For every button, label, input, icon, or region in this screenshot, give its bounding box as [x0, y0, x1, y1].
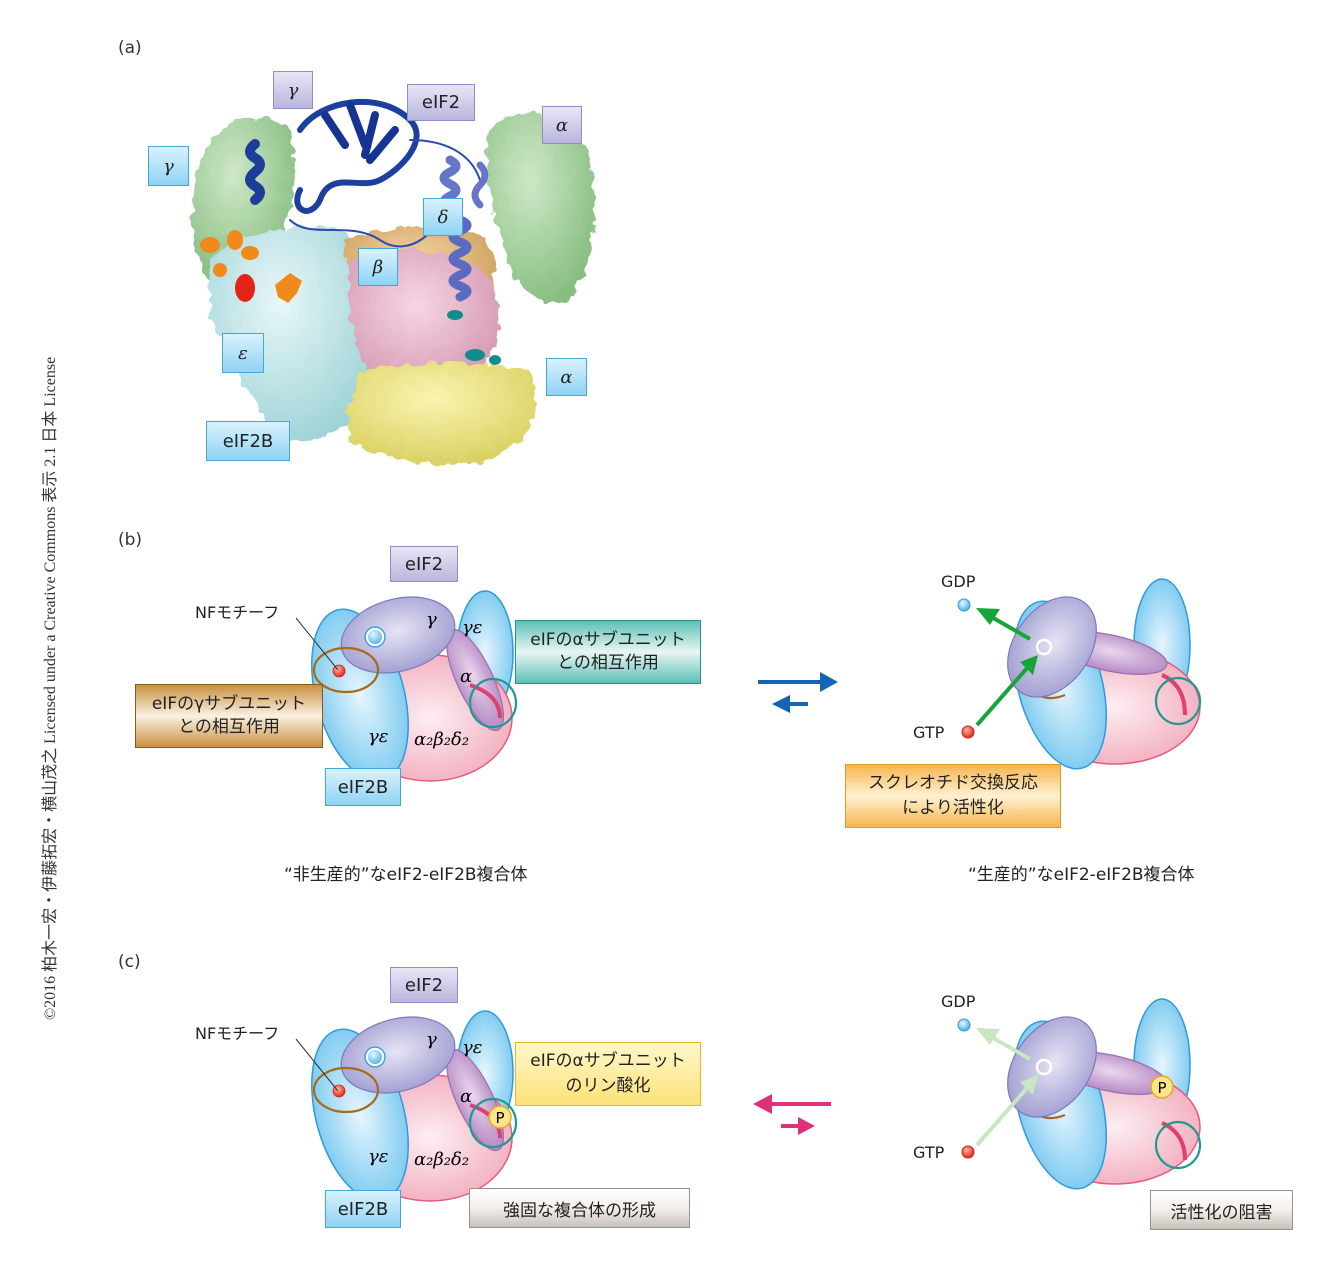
- gdp-site-icon: [364, 1046, 386, 1068]
- label-eif2b-b: eIF2B: [325, 768, 401, 806]
- panel-b-label: (b): [118, 530, 143, 550]
- nf-motif-leader-line: [295, 617, 339, 671]
- teal-residues: [447, 310, 501, 365]
- strong-complex-box: 強固な複合体の形成: [469, 1188, 690, 1228]
- gtp-label: GTP: [913, 723, 945, 742]
- label-eif2b: eIF2B: [206, 421, 290, 461]
- forward-arrow-icon: [820, 672, 838, 692]
- activation-box: スクレオチド交換反応 により活性化: [845, 764, 1061, 828]
- gdp-label: GDP: [941, 572, 976, 591]
- label-eif2-gamma: γ: [273, 71, 313, 109]
- gdp-site-icon: [366, 628, 384, 646]
- productive-complex-diagram: [957, 578, 1202, 770]
- inhibited-complex-diagram: P: [957, 998, 1202, 1190]
- gamma-epsilon-top-text: γε: [462, 1037, 482, 1058]
- gamma-interaction-circle: [312, 1066, 380, 1114]
- core-text: α₂β₂δ₂: [414, 729, 469, 750]
- gdp-dot: [957, 598, 971, 612]
- gamma-epsilon-bottom-text: γε: [368, 726, 388, 747]
- gtp-dot: [961, 725, 975, 739]
- productive-caption: “生産的”なeIF2-eIF2B複合体: [968, 865, 1195, 885]
- highlighted-residues: [200, 230, 302, 303]
- gamma-interaction-box: eIFのγサブユニット との相互作用: [135, 684, 323, 748]
- label-eif2-alpha: α: [542, 106, 582, 144]
- alpha-text: α: [460, 666, 472, 687]
- phosphate-text: P: [1157, 1079, 1166, 1097]
- alpha-interaction-circle: [468, 1097, 518, 1149]
- gamma-interaction-circle: [312, 646, 380, 694]
- label-eif2b-gamma: γ: [148, 146, 189, 186]
- equilibrium-arrows-forward: [758, 672, 838, 713]
- alpha-text: α: [460, 1086, 472, 1107]
- label-eif2b-delta: δ: [423, 198, 463, 236]
- nf-motif-label: NFモチーフ: [195, 1024, 280, 1043]
- panel-c-label: (c): [118, 952, 141, 972]
- nf-motif-label: NFモチーフ: [195, 603, 280, 622]
- empty-nucleotide-site: [1035, 638, 1053, 656]
- eif2b-alpha-bottom-surface: [348, 362, 537, 464]
- gamma-epsilon-top-text: γε: [462, 617, 482, 638]
- nonproductive-complex-diagram: γ γε α γε α₂β₂δ₂: [311, 590, 518, 782]
- forward-arrow-icon: [798, 1117, 815, 1135]
- alpha-interaction-box: eIFのαサブユニット との相互作用: [515, 620, 701, 684]
- label-eif2b-epsilon: ε: [222, 333, 264, 373]
- gdp-dot: [957, 1018, 971, 1032]
- label-eif2b-alpha: α: [546, 358, 587, 396]
- eif2b-alpha-right-surface: [486, 113, 595, 303]
- gdp-release-arrow-icon: [976, 1028, 1000, 1045]
- empty-nucleotide-site: [1035, 1058, 1053, 1076]
- core-text: α₂β₂δ₂: [414, 1149, 469, 1170]
- alpha-interaction-circle: [1154, 1120, 1202, 1170]
- reverse-arrow-icon: [772, 695, 790, 713]
- label-eif2-b: eIF2: [390, 546, 458, 582]
- reverse-arrow-icon: [753, 1094, 772, 1114]
- label-eif2b-c: eIF2B: [325, 1190, 401, 1228]
- alpha-interaction-circle: [1154, 676, 1202, 726]
- nf-motif-leader-line: [295, 1038, 339, 1092]
- panel-a-label: (a): [118, 38, 142, 58]
- gtp-label: GTP: [913, 1143, 945, 1162]
- phosphate-badge: [1150, 1075, 1174, 1099]
- gamma-epsilon-bottom-text: γε: [368, 1146, 388, 1167]
- inhibition-box: 活性化の阻害: [1150, 1190, 1293, 1230]
- phosphate-badge: [488, 1105, 512, 1129]
- gtp-binding-arrow-icon: [1020, 655, 1038, 675]
- gtp-dot: [961, 1145, 975, 1159]
- gdp-label: GDP: [941, 992, 976, 1011]
- gdp-release-arrow-icon: [976, 608, 1000, 625]
- gamma-text: γ: [426, 1029, 437, 1050]
- phospho-site-arc: [1161, 673, 1187, 716]
- gtp-binding-arrow-icon: [1020, 1075, 1038, 1095]
- label-eif2-c: eIF2: [390, 967, 458, 1003]
- label-eif2: eIF2: [407, 84, 475, 121]
- label-eif2b-beta: β: [358, 248, 398, 286]
- nonproductive-caption: “非生産的”なeIF2-eIF2B複合体: [284, 865, 528, 885]
- gamma-text: γ: [426, 609, 437, 630]
- copyright-credit: ©2016 柏木一宏・伊藤拓宏・横山茂之 Licensed under a Cr…: [42, 356, 59, 1020]
- equilibrium-arrows-reverse: [753, 1094, 831, 1135]
- phosphorylation-box: eIFのαサブユニット のリン酸化: [515, 1042, 701, 1106]
- alpha-interaction-circle: [468, 677, 518, 729]
- phosphate-text: P: [495, 1109, 504, 1127]
- strong-complex-diagram: P γ γε α γε α₂β₂δ₂: [311, 1010, 518, 1202]
